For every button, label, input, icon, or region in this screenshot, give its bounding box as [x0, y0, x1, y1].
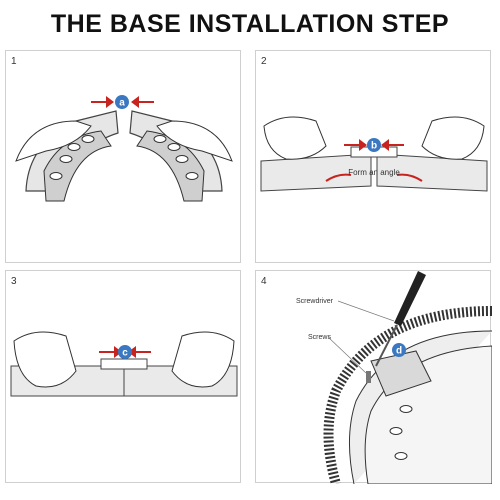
step-2-illustration: Form an angle b	[260, 116, 488, 192]
step-badge: d	[396, 346, 402, 357]
step-2-panel: 2 Form an angle b	[255, 50, 491, 263]
step-4-panel: 4 Screwdriver Screws d	[255, 270, 492, 484]
step-4-illustration: Screwdriver Screws d	[296, 271, 492, 484]
step-number: 2	[261, 56, 267, 67]
step-badge: b	[371, 141, 377, 152]
step-badge: a	[119, 98, 125, 109]
page-title: THE BASE INSTALLATION STEP	[50, 10, 450, 38]
step-1-panel: 1 a	[5, 50, 241, 263]
screws-label: Screws	[308, 334, 331, 341]
step-number: 3	[11, 276, 17, 287]
screwdriver-label: Screwdriver	[296, 298, 334, 305]
step-badge: c	[122, 348, 128, 359]
step-1-illustration: a	[15, 95, 233, 202]
step-number: 4	[261, 276, 267, 287]
step-3-panel: 3 c	[5, 270, 241, 483]
angle-caption: Form an angle	[348, 168, 400, 177]
step-number: 1	[11, 56, 17, 67]
step-3-illustration: c	[10, 331, 238, 397]
